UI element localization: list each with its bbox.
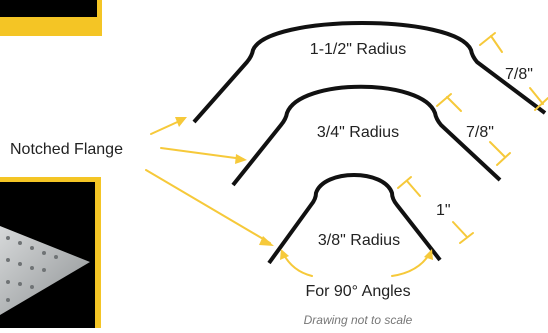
top-photo-black-area (0, 0, 97, 17)
large-flange-label: 7/8" (505, 66, 533, 83)
notched-flange-pointer-small (145, 169, 271, 244)
medium-flange-extension-bottom (496, 152, 511, 166)
small-flange-extension-top (397, 176, 412, 189)
arrowhead-medium (235, 154, 247, 164)
small-flange-dimension-upper (406, 180, 421, 197)
scale-note-label: Drawing not to scale (304, 313, 413, 327)
large-flange-extension-top (479, 32, 496, 46)
angle-arc-right (391, 252, 431, 277)
part-notch-holes (6, 236, 58, 302)
medium-radius-profile (231, 84, 502, 187)
angles-note-label: For 90° Angles (305, 283, 410, 300)
annotation-arrowheads (175, 117, 433, 260)
notched-flange-label: Notched Flange (10, 141, 123, 158)
small-flange-extension-bottom (459, 232, 474, 244)
large-flange-dimension-lower (529, 87, 544, 105)
medium-flange-label: 7/8" (466, 124, 494, 141)
flange-profiles (192, 21, 547, 265)
small-flange-label: 1" (436, 202, 451, 219)
medium-flange-dimension-lower (489, 141, 506, 158)
medium-radius-label: 3/4" Radius (317, 124, 399, 141)
arrowhead-small (259, 236, 274, 246)
large-flange-dimension-upper (490, 35, 503, 53)
small-radius-profile (267, 173, 442, 265)
arrowhead-angle-left (280, 249, 289, 260)
large-flange-extension-bottom (534, 97, 548, 111)
medium-flange-extension-top (436, 93, 452, 107)
annotation-lines (145, 32, 548, 277)
arrowhead-angle-right (424, 249, 433, 260)
small-flange-dimension-lower (452, 221, 468, 238)
small-radius-label: 3/8" Radius (318, 232, 400, 249)
medium-flange-dimension-upper (446, 96, 462, 112)
large-radius-label: 1-1/2" Radius (310, 41, 406, 58)
notched-flange-pointer-medium (160, 147, 244, 160)
arrowhead-large (175, 117, 187, 127)
large-radius-profile (192, 21, 547, 124)
top-product-photo (0, 0, 102, 36)
bottom-product-photo (0, 177, 101, 328)
